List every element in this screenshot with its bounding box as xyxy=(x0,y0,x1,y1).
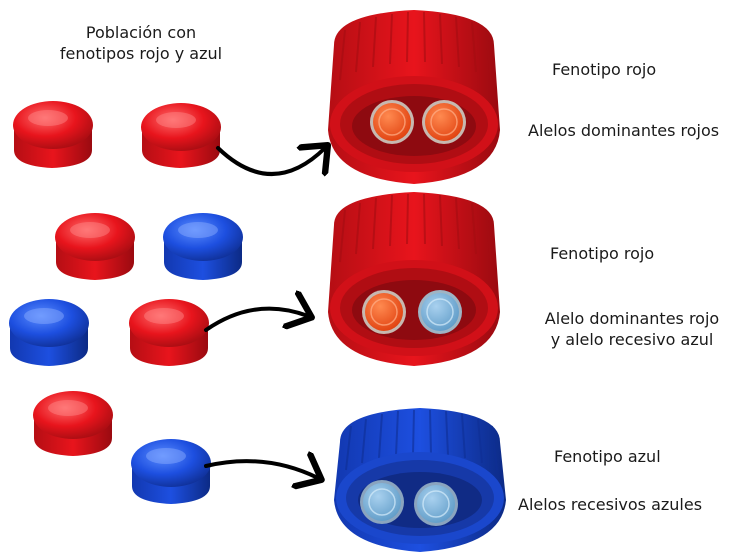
row-2-alleles-line-1: Alelo dominantes rojo xyxy=(544,309,720,328)
row-1-alleles: Alelos dominantes rojos xyxy=(528,121,720,140)
row-3-alleles: Alelos recesivos azules xyxy=(518,495,703,514)
large-cap-blue-3 xyxy=(334,408,506,552)
row-2-phenotype: Fenotipo rojo xyxy=(550,244,655,263)
row-3-phenotype: Fenotipo azul xyxy=(554,447,661,466)
population-cap-red-4 xyxy=(129,299,209,366)
population-cap-red-1 xyxy=(13,101,93,168)
population-label: Población con fenotipos rojo y azul xyxy=(46,22,236,64)
population-cap-red-3 xyxy=(55,213,135,280)
row-1-phenotype: Fenotipo rojo xyxy=(552,60,657,79)
large-cap-red-1 xyxy=(328,10,500,184)
arrow-row-2 xyxy=(204,309,308,332)
population-cap-blue-1 xyxy=(163,213,243,280)
large-cap-red-2 xyxy=(328,192,500,366)
arrow-row-1 xyxy=(216,148,325,174)
row-2-alleles-line-2: y alelo recesivo azul xyxy=(550,330,714,349)
population-cap-red-5 xyxy=(33,391,113,456)
population-label-line-1: Población con xyxy=(85,23,197,42)
population-cap-blue-2 xyxy=(9,299,89,366)
row-2-alleles: Alelo dominantes rojo y alelo recesivo a… xyxy=(516,308,748,350)
population-cap-red-2 xyxy=(141,103,221,168)
population-cap-blue-3 xyxy=(131,439,211,504)
population-label-line-2: fenotipos rojo y azul xyxy=(59,44,223,63)
arrow-row-3 xyxy=(204,461,318,478)
